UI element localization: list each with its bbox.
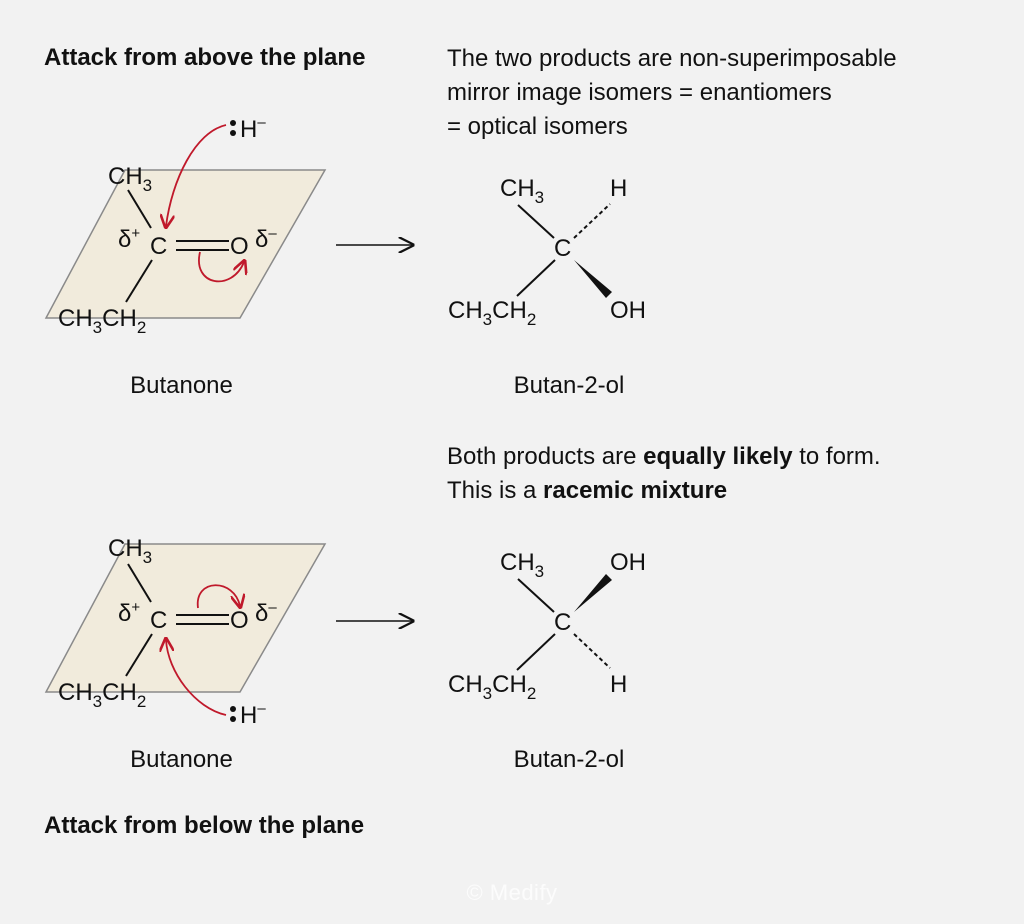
wedge-bond-oh — [574, 574, 612, 612]
hydride-ion: H– — [240, 700, 266, 729]
delta-plus: δ+ — [118, 225, 140, 253]
racemic-explanation: Both products are equally likely to form… — [447, 440, 881, 508]
ch3-label: CH3 — [108, 163, 152, 195]
ch3ch2-label: CH3CH2 — [448, 297, 536, 329]
ch3ch2-label: CH3CH2 — [448, 671, 536, 703]
oh-label: OH — [610, 549, 646, 576]
top-heading: Attack from above the plane — [44, 44, 366, 71]
carbonyl-carbon: C — [150, 607, 167, 634]
chiral-carbon: C — [554, 609, 571, 636]
bottom-reactant-caption: Butanone — [130, 746, 233, 773]
chiral-carbon: C — [554, 235, 571, 262]
ch3-label: CH3 — [500, 549, 544, 581]
bond-c-ch2 — [125, 633, 153, 677]
h-label: H — [610, 175, 627, 202]
bond-c-ch3 — [517, 578, 555, 613]
electron-shift-arrow — [198, 251, 244, 283]
ch3-label: CH3 — [500, 175, 544, 207]
racemic-line-1-end: to form. — [792, 443, 881, 470]
hydride-attack-arrow — [166, 640, 227, 716]
ch3-label: CH3 — [108, 535, 152, 567]
top-butan-2-ol: CH3 H C CH3CH2 OH — [448, 175, 646, 329]
racemic-line-1: Both products are equally likely to form… — [447, 440, 881, 474]
bottom-heading: Attack from below the plane — [44, 812, 365, 839]
lone-pair-dot — [230, 120, 236, 126]
delta-minus: δ– — [255, 599, 277, 627]
equally-likely-bold: equally likely — [643, 443, 793, 470]
bond-c-ch3 — [517, 204, 555, 239]
racemic-line-1-start: Both products are — [447, 443, 644, 470]
h-label: H — [610, 671, 627, 698]
carbonyl-oxygen: O — [230, 233, 249, 260]
bond-c-ch3 — [127, 563, 152, 603]
lone-pair-dot — [230, 716, 236, 722]
bond-c-ch2 — [516, 259, 556, 297]
molecular-plane — [44, 543, 327, 693]
racemic-line-2: This is a racemic mixture — [447, 474, 881, 508]
electron-shift-arrow — [197, 584, 240, 608]
hashed-bond-h — [573, 633, 611, 669]
ch3ch2-label: CH3CH2 — [58, 305, 146, 337]
oh-label: OH — [610, 297, 646, 324]
watermark: © Medify — [466, 880, 558, 905]
wedge-bond-oh — [574, 260, 612, 298]
bond-c-ch2 — [125, 259, 153, 303]
racemic-mixture-bold: racemic mixture — [543, 477, 728, 504]
bottom-butanone: CH3 δ+ C O δ– CH3CH2 H– — [44, 535, 327, 729]
hydride-ion: H– — [240, 114, 266, 143]
bottom-product-caption: Butan-2-ol — [513, 746, 625, 773]
explanation-line-3: = optical isomers — [447, 113, 628, 140]
lone-pair-dot — [230, 706, 236, 712]
delta-plus: δ+ — [118, 599, 140, 627]
carbonyl-carbon: C — [150, 233, 167, 260]
top-reactant-caption: Butanone — [130, 372, 233, 399]
bond-c-ch2 — [516, 633, 556, 671]
ch3ch2-label: CH3CH2 — [58, 679, 146, 711]
top-butanone: CH3 δ+ C O δ– CH3CH2 H– — [44, 114, 327, 337]
top-product-caption: Butan-2-ol — [513, 372, 625, 399]
explanation-line-1: The two products are non-superimposable — [447, 45, 897, 72]
explanation-line-2: mirror image isomers = enantiomers — [447, 79, 832, 106]
bottom-butan-2-ol: CH3 OH C CH3CH2 H — [448, 549, 646, 703]
racemic-line-2-start: This is a — [447, 477, 544, 504]
delta-minus: δ– — [255, 225, 277, 253]
molecular-plane — [44, 169, 327, 319]
bond-c-ch3 — [127, 189, 152, 229]
lone-pair-dot — [230, 130, 236, 136]
hashed-bond-h — [573, 203, 611, 239]
hydride-attack-arrow — [166, 124, 227, 226]
carbonyl-oxygen: O — [230, 607, 249, 634]
top-explanation: The two products are non-superimposable … — [447, 42, 897, 144]
